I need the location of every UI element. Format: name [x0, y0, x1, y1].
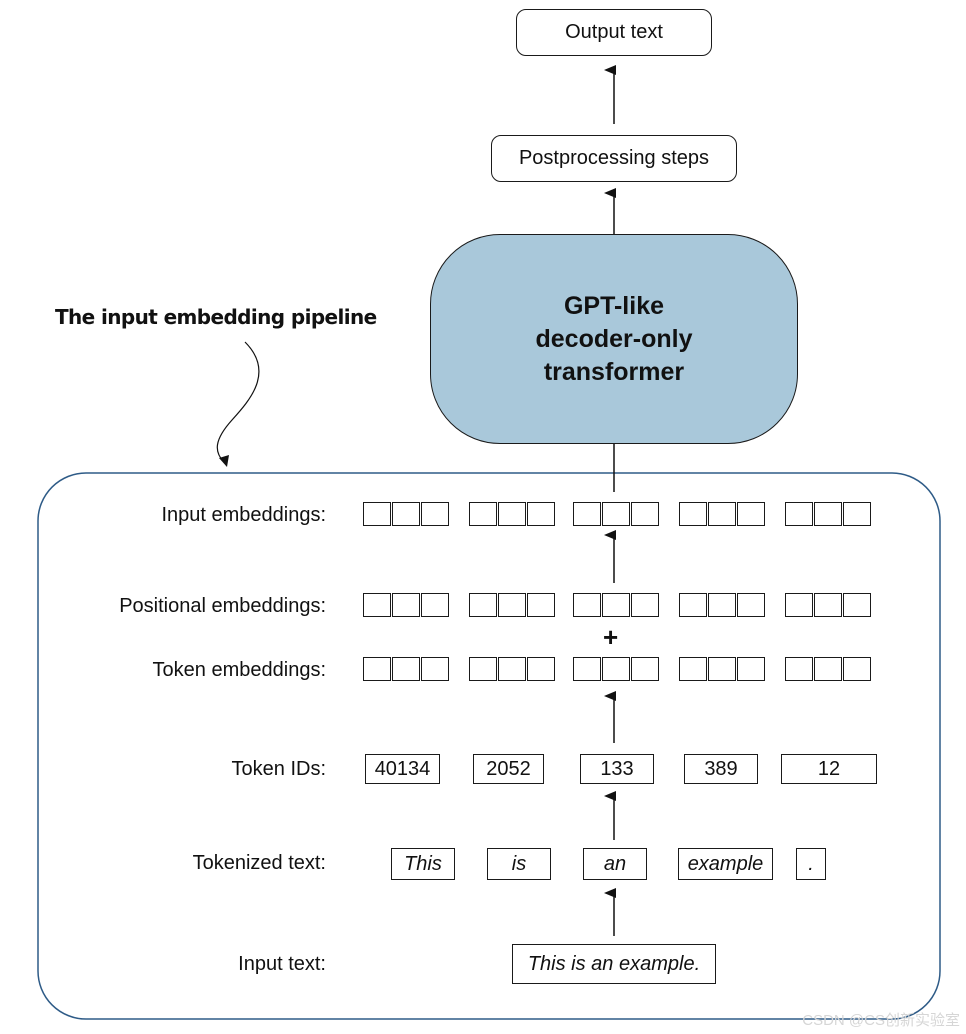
positional-embedding-vector — [469, 593, 556, 617]
input-embedding-vector — [573, 502, 660, 526]
label-token-ids: Token IDs: — [231, 758, 326, 780]
label-input-text: Input text: — [238, 953, 326, 975]
pipeline-callout-arrow — [216, 341, 260, 463]
label-token-embeddings: Token embeddings: — [152, 659, 326, 681]
transformer-line-1: GPT-like — [563, 291, 665, 320]
positional-embedding-vector — [573, 593, 660, 617]
transformer-line-3: transformer — [543, 357, 685, 386]
token-id-box: 12 — [781, 754, 877, 784]
token-box: . — [796, 848, 826, 880]
transformer-line-2: decoder-only — [535, 324, 693, 353]
positional-embedding-vector — [785, 593, 872, 617]
pipeline-title: The input embedding pipeline — [55, 305, 377, 329]
token-embedding-vector — [363, 657, 450, 681]
input-embedding-vector — [785, 502, 872, 526]
token-id-box: 133 — [580, 754, 654, 784]
input-text-box: This is an example. — [512, 944, 716, 984]
label-tokenized-text: Tokenized text: — [192, 852, 326, 874]
pipeline-container — [37, 472, 941, 1020]
token-id-box: 40134 — [365, 754, 440, 784]
input-embedding-vector — [363, 502, 450, 526]
token-embedding-vector — [785, 657, 872, 681]
label-positional-embeddings: Positional embeddings: — [119, 595, 326, 617]
transformer-node: GPT-like decoder-only transformer — [430, 234, 798, 444]
token-embedding-vector — [469, 657, 556, 681]
watermark: CSDN @CS创新实验室 — [802, 1012, 960, 1029]
output-text-label: Output text — [565, 21, 663, 43]
plus-sign: + — [603, 622, 619, 652]
token-box: is — [487, 848, 551, 880]
output-text-node: Output text — [516, 9, 712, 56]
token-box: example — [678, 848, 773, 880]
postprocessing-node: Postprocessing steps — [491, 135, 737, 182]
token-box: an — [583, 848, 647, 880]
token-embedding-vector — [679, 657, 766, 681]
label-input-embeddings: Input embeddings: — [161, 504, 326, 526]
postprocessing-label: Postprocessing steps — [518, 147, 710, 169]
positional-embedding-vector — [363, 593, 450, 617]
token-id-box: 389 — [684, 754, 758, 784]
positional-embedding-vector — [679, 593, 766, 617]
token-id-box: 2052 — [473, 754, 544, 784]
input-embedding-vector — [679, 502, 766, 526]
input-embedding-vector — [469, 502, 556, 526]
token-embedding-vector — [573, 657, 660, 681]
token-box: This — [391, 848, 455, 880]
